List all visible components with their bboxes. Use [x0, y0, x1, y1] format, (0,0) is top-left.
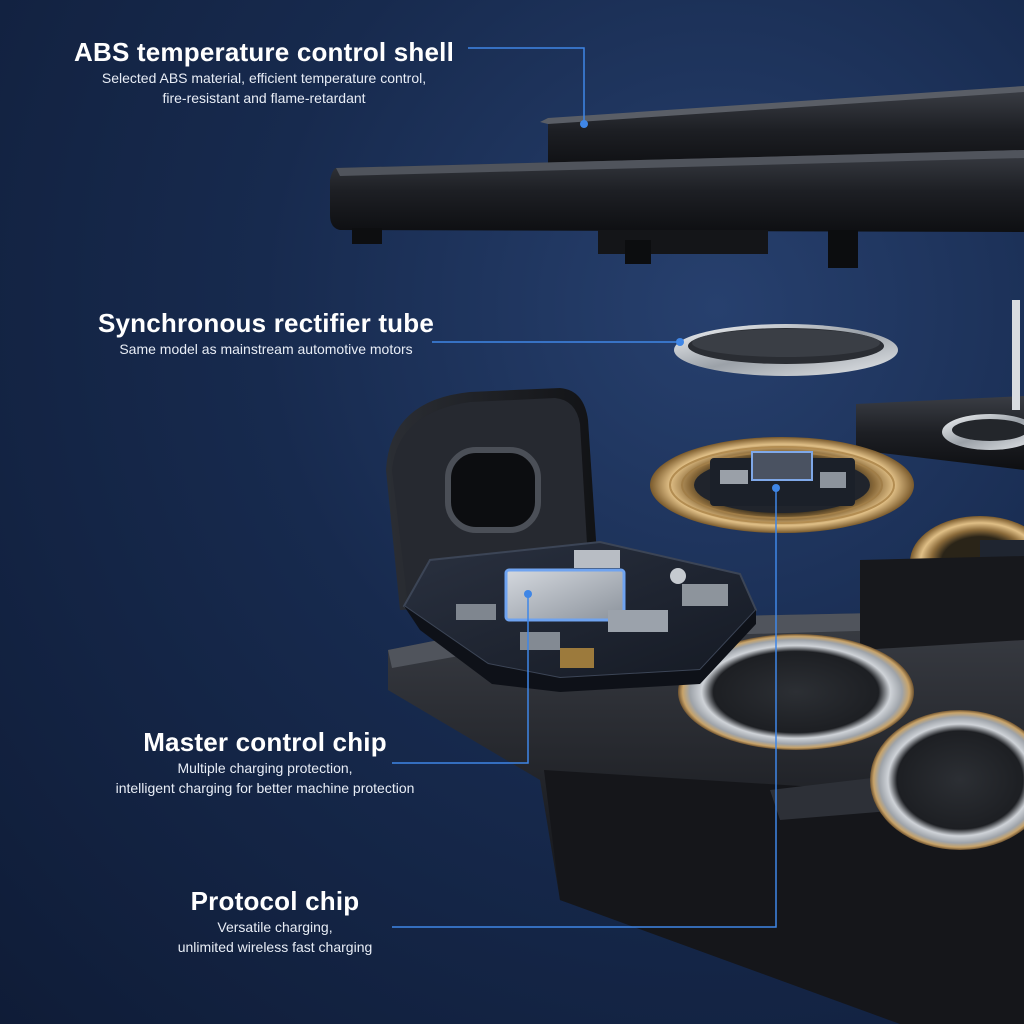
callout-title: Synchronous rectifier tube	[97, 308, 435, 338]
leader-line-master	[392, 594, 529, 764]
callout-desc-line: Versatile charging,	[217, 919, 333, 935]
leader-line-protocol	[392, 488, 777, 928]
callout-desc-line: Same model as mainstream automotive moto…	[119, 341, 413, 357]
top-shell-shape	[330, 86, 1024, 268]
callout-desc-line: Multiple charging protection,	[177, 760, 353, 776]
callout-desc-line: fire-resistant and flame-retardant	[162, 90, 366, 106]
leader-line-shell	[468, 47, 585, 124]
wireless-coil-shape	[650, 437, 914, 533]
callout-protocol-chip: Protocol chip Versatile charging, unlimi…	[150, 885, 400, 957]
callout-title: ABS temperature control shell	[74, 37, 454, 67]
leader-dots	[524, 120, 780, 598]
charging-pads-shape	[678, 634, 1024, 850]
callout-desc-line: unlimited wireless fast charging	[177, 939, 373, 955]
callout-desc-line: intelligent charging for better machine …	[115, 780, 415, 796]
callout-title: Master control chip	[143, 727, 387, 757]
pcb-board-shape	[402, 540, 758, 692]
rectifier-ring-shape	[674, 324, 898, 376]
leader-lines	[392, 47, 777, 928]
callout-abs-shell: ABS temperature control shell Selected A…	[64, 36, 464, 108]
callout-master-chip: Master control chip Multiple charging pr…	[70, 726, 460, 798]
callout-title: Protocol chip	[190, 886, 360, 916]
callout-rectifier-tube: Synchronous rectifier tube Same model as…	[86, 307, 446, 359]
callout-desc-line: Selected ABS material, efficient tempera…	[101, 70, 427, 86]
